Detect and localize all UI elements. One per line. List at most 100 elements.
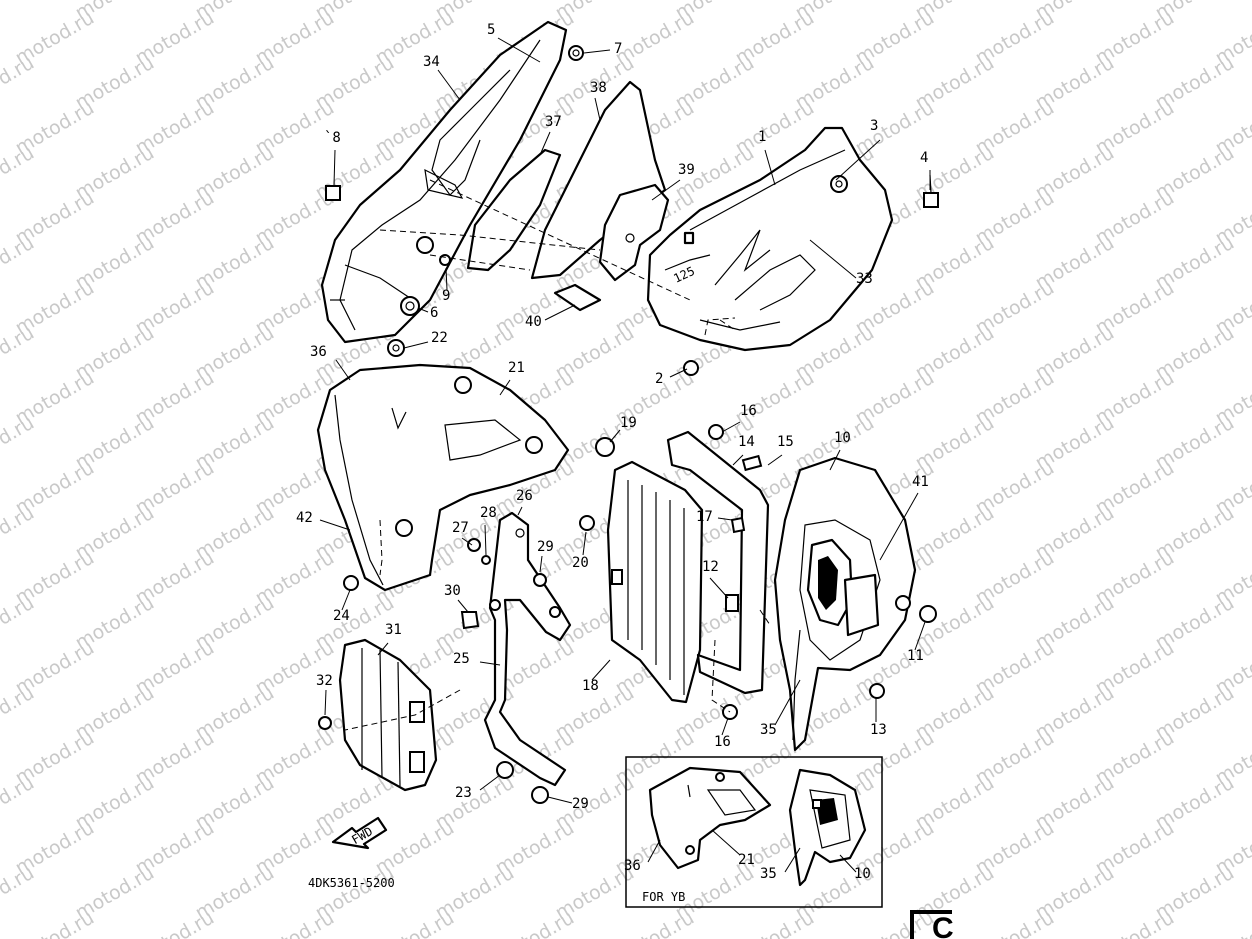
watermark-text: motod.ru (0, 52, 38, 115)
callout-c21: 21 (508, 360, 525, 376)
callout-c28: 28 (480, 505, 497, 521)
hardware (318, 45, 939, 804)
leader-line-c11 (914, 621, 926, 651)
callout-c10: 10 (834, 430, 851, 446)
callout-c42: 42 (296, 510, 313, 526)
leader-line-c14 (732, 454, 744, 466)
watermark-text: motod.ru (0, 862, 38, 925)
inset-for-yb (625, 756, 883, 908)
watermark-text: motod.ru (0, 682, 38, 745)
leader-line-c12 (709, 577, 729, 599)
callout-c29b: 29 (572, 796, 589, 812)
callout-c12: 12 (702, 559, 719, 575)
leader-line-c31 (377, 642, 389, 656)
leader-line-c25 (479, 661, 501, 666)
leader-line-c16b (721, 717, 729, 736)
callout-c33: 33 (856, 271, 873, 287)
radiator-guard (606, 460, 704, 704)
inset-label: FOR YB (642, 890, 685, 904)
callout-c8: `8 (324, 130, 341, 146)
leader-line-c30 (457, 599, 469, 613)
clip-40 (553, 283, 602, 312)
watermark-text: motod.ru (0, 502, 38, 565)
leader-line-c36 (335, 359, 351, 381)
assembly-lines (344, 179, 771, 731)
watermark-text: motod.ru (492, 907, 578, 939)
leader-line-c6 (417, 307, 429, 313)
watermark-text: motod.ru (0, 232, 38, 295)
callout-c27: 27 (452, 520, 469, 536)
watermark-text: motod.ru (132, 907, 218, 939)
leader-line-c33 (809, 239, 857, 279)
watermark-text: motod.ru (12, 907, 98, 939)
leader-line-c23 (479, 774, 501, 791)
callout-c39: 39 (678, 162, 695, 178)
watermark-text: motod.ru (0, 772, 38, 835)
watermark-text: motod.ru (0, 142, 38, 205)
callout-c35i: 35 (760, 866, 777, 882)
callout-c10i: 10 (854, 866, 871, 882)
callout-c15: 15 (777, 434, 794, 450)
callout-c13: 13 (870, 722, 887, 738)
leader-line-c21i (711, 829, 741, 856)
corner-mark-text: C (932, 912, 954, 939)
watermark-text: motod.ru (0, 592, 38, 655)
stay-bracket (483, 511, 572, 787)
callout-c16a: 16 (740, 403, 757, 419)
number-plate-inner (466, 148, 562, 272)
watermark-text: motod.ru (732, 907, 818, 939)
leader-line-c17 (717, 517, 733, 521)
callout-c35: 35 (760, 722, 777, 738)
callout-c5: 5 (487, 22, 495, 38)
leader-line-c29b (547, 796, 573, 804)
callout-c41: 41 (912, 474, 929, 490)
watermark-text: motod.ru (252, 907, 338, 939)
watermark-text: motod.ru (372, 907, 458, 939)
watermark-text: motod.ru (612, 907, 698, 939)
leader-line-c10i (839, 854, 857, 873)
leader-lines (319, 37, 931, 873)
leader-line-c16a (721, 421, 741, 433)
leader-line-c28 (484, 524, 487, 556)
callout-c2: 2 (655, 371, 663, 387)
callout-c40: 40 (525, 314, 542, 330)
watermark-text: motod.ru (0, 0, 38, 24)
callout-c18: 18 (582, 678, 599, 694)
leader-line-c26 (517, 506, 523, 516)
callout-c36i: 36 (624, 858, 641, 874)
callout-c20: 20 (572, 555, 589, 571)
callout-c26: 26 (516, 488, 533, 504)
callout-c19: 19 (620, 415, 637, 431)
callout-c29a: 29 (537, 539, 554, 555)
callout-c32: 32 (316, 673, 333, 689)
callout-c30: 30 (444, 583, 461, 599)
callout-c34: 34 (423, 54, 440, 70)
callout-c23: 23 (455, 785, 472, 801)
watermark-text: motod.ru (1092, 907, 1178, 939)
callout-c6: 6 (430, 305, 438, 321)
leader-line-c42 (319, 519, 351, 531)
leader-line-c19 (609, 429, 621, 443)
leader-line-c22 (403, 341, 429, 349)
leader-line-c15 (767, 454, 783, 466)
callout-c16b: 16 (714, 734, 731, 750)
callout-c25: 25 (453, 651, 470, 667)
callout-c36: 36 (310, 344, 327, 360)
leader-line-c35 (774, 679, 801, 726)
watermark-text: motod.ru (0, 412, 38, 475)
callout-c38: 38 (590, 80, 607, 96)
callout-c22: 22 (431, 330, 448, 346)
callout-c7: 7 (614, 41, 622, 57)
callout-c4: 4 (920, 150, 928, 166)
leader-line-c37 (539, 131, 551, 156)
leader-line-c9 (445, 267, 448, 291)
diagram-code: 4DK5361-5200 (308, 876, 395, 890)
leader-line-c36i (647, 839, 661, 863)
leader-line-c32 (324, 689, 327, 716)
leader-line-c10 (829, 449, 841, 471)
leader-line-c3 (835, 139, 881, 181)
leader-line-c2 (669, 368, 688, 378)
leader-line-c34 (437, 69, 461, 101)
